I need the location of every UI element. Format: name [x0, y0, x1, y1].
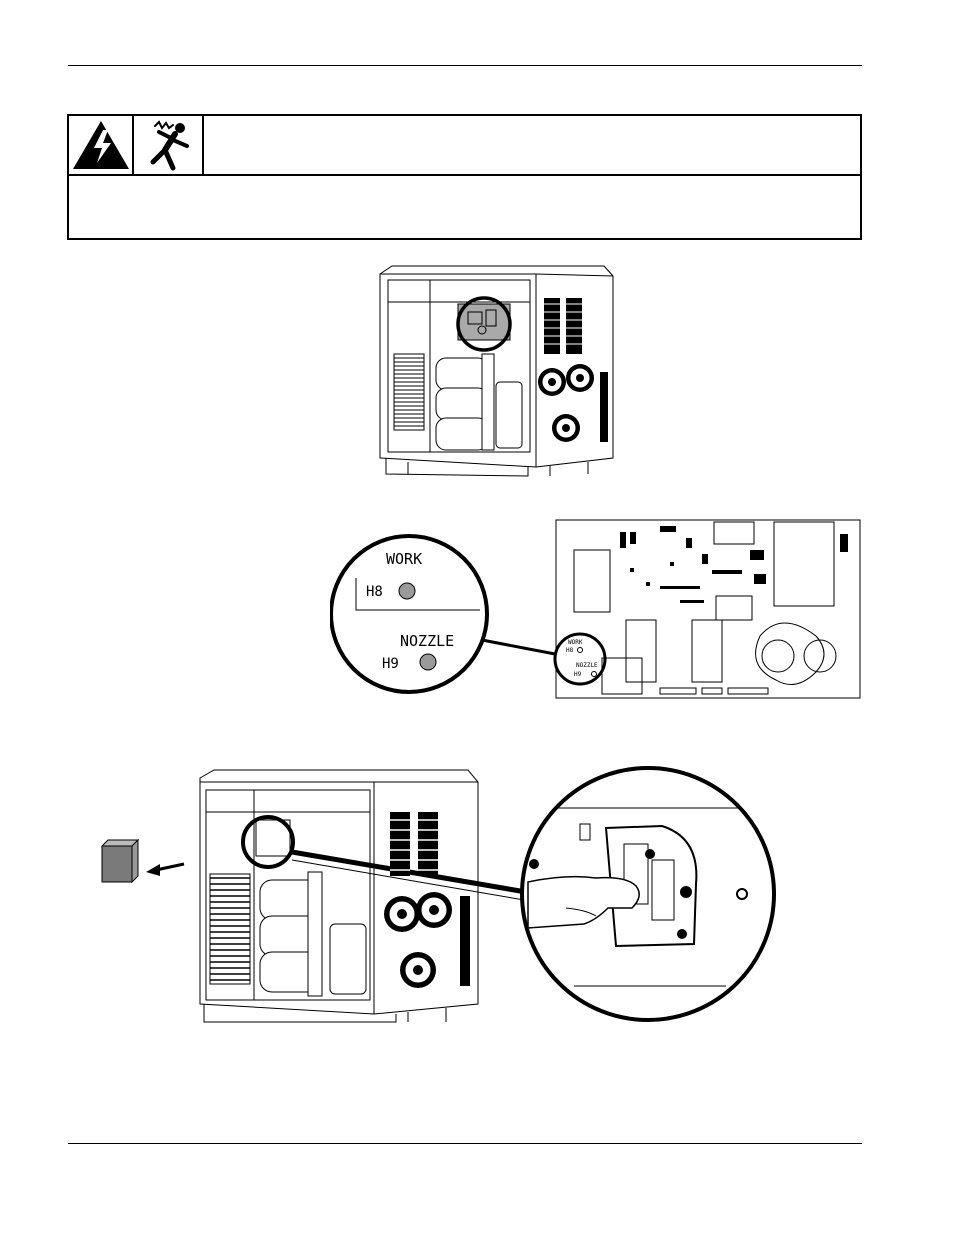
h9-terminal [419, 653, 437, 671]
pcb-location-callout [456, 296, 512, 352]
board-h8-label: H8 [566, 647, 574, 654]
cabinet-overview-figure [379, 265, 614, 477]
electric-shock-hazard-icon [73, 121, 129, 169]
hand-icon [527, 875, 640, 929]
terminal-area-callout [241, 815, 295, 869]
board-work-label: WORK [568, 639, 583, 646]
control-pcb: WORK H8 NOZZLE H9 [553, 519, 861, 699]
removal-arrow [146, 864, 160, 876]
board-nozzle-label: NOZZLE [576, 662, 598, 669]
warning-box [67, 114, 862, 240]
nozzle-terminal-label: H9 [382, 656, 399, 672]
hazard-icons [73, 116, 189, 174]
warning-icon-group [69, 116, 204, 174]
work-label: WORK [386, 550, 422, 568]
removed-cover [101, 845, 133, 883]
work-terminal-label: H8 [366, 584, 383, 600]
header-rule [68, 65, 862, 66]
person-shocked-icon [150, 120, 189, 171]
board-terminal-callout [553, 632, 607, 686]
terminal-callout-circle [330, 534, 489, 694]
footer-rule [68, 1143, 862, 1144]
warning-divider [69, 174, 860, 176]
h8-terminal [398, 582, 416, 600]
pcb-terminals-figure: WORK H8 NOZZLE H9 [330, 519, 861, 699]
disconnect-leads-figure [100, 766, 776, 1023]
cabinet-fans [384, 892, 452, 988]
cooling-fans [538, 364, 594, 442]
magnified-terminal-view [520, 766, 776, 1022]
nozzle-label: NOZZLE [400, 632, 454, 650]
board-h9-label: H9 [574, 671, 582, 678]
